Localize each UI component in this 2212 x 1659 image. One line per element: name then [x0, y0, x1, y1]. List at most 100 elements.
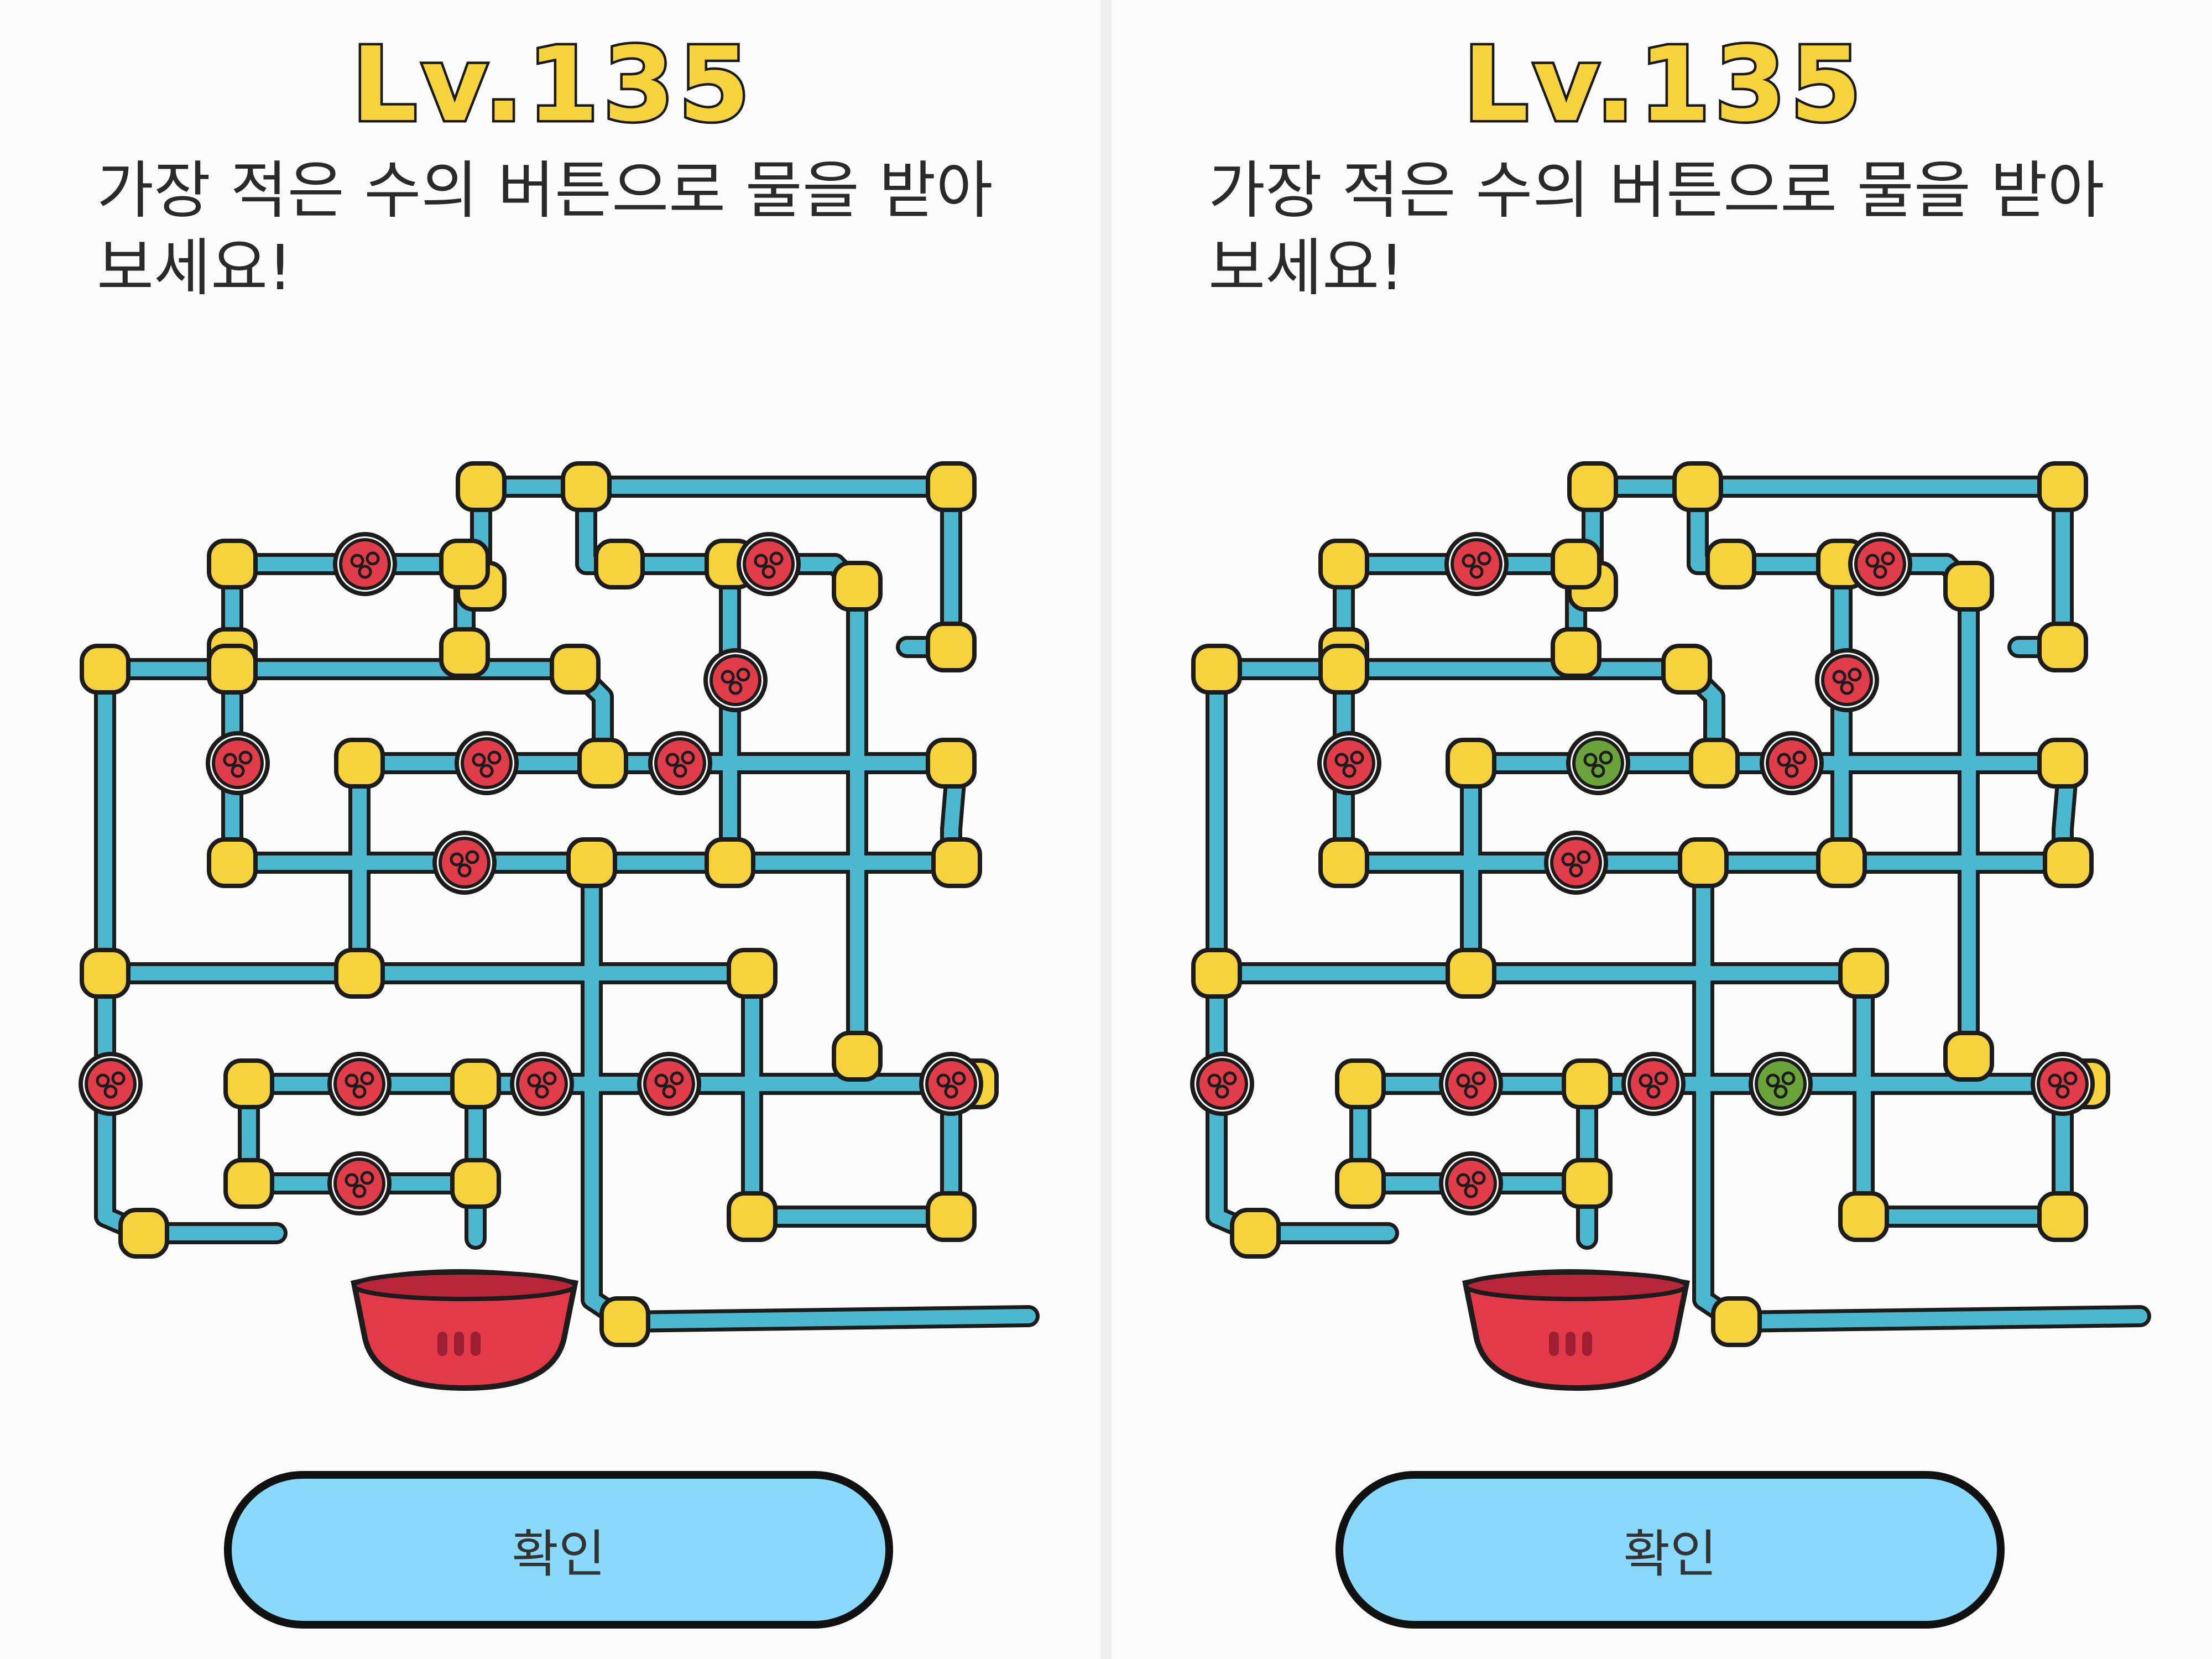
pipe-joint: [456, 461, 507, 512]
valve-button[interactable]: [432, 831, 497, 895]
valve-button[interactable]: [737, 532, 801, 596]
pipe-joint: [1816, 837, 1867, 888]
pipe-joint: [439, 627, 490, 678]
valve-button[interactable]: [1444, 532, 1509, 596]
pipe-joint: [1943, 1031, 1994, 1082]
pipe-joint: [334, 948, 385, 999]
pipe-joint: [727, 1191, 778, 1242]
pipe-joint: [118, 1208, 169, 1259]
pipe-joint: [2043, 837, 2094, 888]
pipe-joint: [450, 1058, 501, 1109]
valve-button[interactable]: [2031, 1052, 2095, 1116]
pipe-joint: [1705, 539, 1756, 589]
pipe-joint: [550, 644, 601, 695]
valve-button[interactable]: [79, 1052, 143, 1116]
water-bowl: [1462, 1269, 1690, 1391]
confirm-button[interactable]: 확인: [1335, 1471, 2005, 1629]
pipe-segment: [1729, 1309, 2147, 1329]
pipe-joint: [1191, 644, 1242, 695]
pipe-joint: [2037, 461, 2088, 512]
pipe-joint: [1661, 644, 1712, 695]
valve-button[interactable]: [703, 648, 768, 712]
pipe-joint: [594, 539, 645, 589]
valve-button[interactable]: [1566, 731, 1630, 795]
pipe-joint: [1838, 1191, 1889, 1242]
pipe-joint: [223, 1158, 274, 1209]
panel-divider: [1100, 0, 1112, 1659]
pipe-joint: [1446, 948, 1496, 999]
pipe-joint: [1446, 738, 1496, 789]
valve-button[interactable]: [648, 731, 712, 795]
pipe-joint: [207, 837, 258, 888]
puzzle-panel-left: Lv.135 가장 적은 수의 버튼으로 물을 받아 보세요! 확인: [0, 0, 1100, 1659]
pipe-joint: [334, 738, 385, 789]
valve-button[interactable]: [510, 1052, 574, 1116]
confirm-button[interactable]: 확인: [224, 1471, 893, 1629]
pipe-joint: [1562, 1058, 1613, 1109]
valve-button[interactable]: [1848, 532, 1912, 596]
pipe-joint: [2037, 738, 2088, 789]
pipe-puzzle-board: [79, 461, 1040, 1391]
pipe-joint: [832, 561, 883, 612]
valve-button[interactable]: [327, 1151, 392, 1215]
instruction-line-1: 가장 적은 수의 버튼으로 물을 받아: [1208, 155, 2105, 227]
valve-button[interactable]: [1815, 648, 1879, 712]
pipe-puzzle-board: [1190, 461, 2151, 1391]
instruction-text: 가장 적은 수의 버튼으로 물을 받아 보세요!: [1208, 152, 2121, 307]
instruction-line-2: 보세요!: [1208, 232, 1405, 304]
valve-button[interactable]: [919, 1052, 983, 1116]
pipe-joint: [1672, 461, 1723, 512]
pipe-joint: [1689, 738, 1740, 789]
pipe-joint: [577, 738, 628, 789]
pipe-joint: [1335, 1058, 1386, 1109]
instruction-text: 가장 적은 수의 버튼으로 물을 받아 보세요!: [97, 152, 1009, 307]
valve-button[interactable]: [333, 532, 397, 596]
pipe-joint: [1711, 1296, 1762, 1347]
valve-button[interactable]: [1439, 1151, 1503, 1215]
pipe-joint: [439, 539, 490, 589]
pipe-joint: [931, 837, 982, 888]
pipe-joint: [599, 1296, 650, 1347]
pipe-joint: [1335, 1158, 1386, 1209]
pipe-joint: [705, 837, 755, 888]
valve-button[interactable]: [1317, 731, 1381, 795]
pipe-joint: [1567, 461, 1618, 512]
pipe-joint: [1562, 1158, 1613, 1209]
pipe-joint: [832, 1031, 883, 1082]
confirm-button-label: 확인: [512, 1525, 606, 1584]
pipe-joint: [1678, 837, 1729, 888]
valve-button[interactable]: [1190, 1052, 1254, 1116]
pipe-joint: [727, 948, 778, 999]
pipe-joint: [1838, 948, 1889, 999]
pipe-joint: [566, 837, 617, 888]
pipe-joint: [1551, 627, 1601, 678]
pipe-joint: [450, 1158, 501, 1209]
level-title: Lv.135: [1461, 23, 1866, 147]
pipe-joint: [1943, 561, 1994, 612]
pipe-joint: [1230, 1208, 1281, 1259]
pipe-joint: [926, 622, 977, 672]
pipe-joint: [207, 644, 258, 695]
pipe-joint: [1318, 644, 1369, 695]
valve-button[interactable]: [327, 1052, 392, 1116]
pipe-joint: [1318, 837, 1369, 888]
valve-button[interactable]: [1760, 731, 1824, 795]
instruction-line-2: 보세요!: [97, 232, 293, 304]
valve-button[interactable]: [206, 731, 270, 795]
pipe-joint: [80, 644, 131, 695]
valve-button[interactable]: [455, 731, 519, 795]
confirm-button-label: 확인: [1623, 1525, 1717, 1584]
valve-button[interactable]: [637, 1052, 701, 1116]
pipe-joint: [561, 461, 612, 512]
pipe-joint: [926, 461, 977, 512]
water-bowl: [351, 1269, 578, 1391]
valve-button[interactable]: [1621, 1052, 1686, 1116]
valve-button[interactable]: [1439, 1052, 1503, 1116]
pipe-joint: [926, 738, 977, 789]
pipe-joint: [223, 1058, 274, 1109]
valve-button[interactable]: [1544, 831, 1608, 895]
pipe-joint: [2037, 1191, 2088, 1242]
valve-button[interactable]: [1749, 1052, 1813, 1116]
puzzle-panel-right: Lv.135 가장 적은 수의 버튼으로 물을 받아 보세요! 확인: [1112, 0, 2212, 1659]
pipe-joint: [1318, 539, 1369, 589]
